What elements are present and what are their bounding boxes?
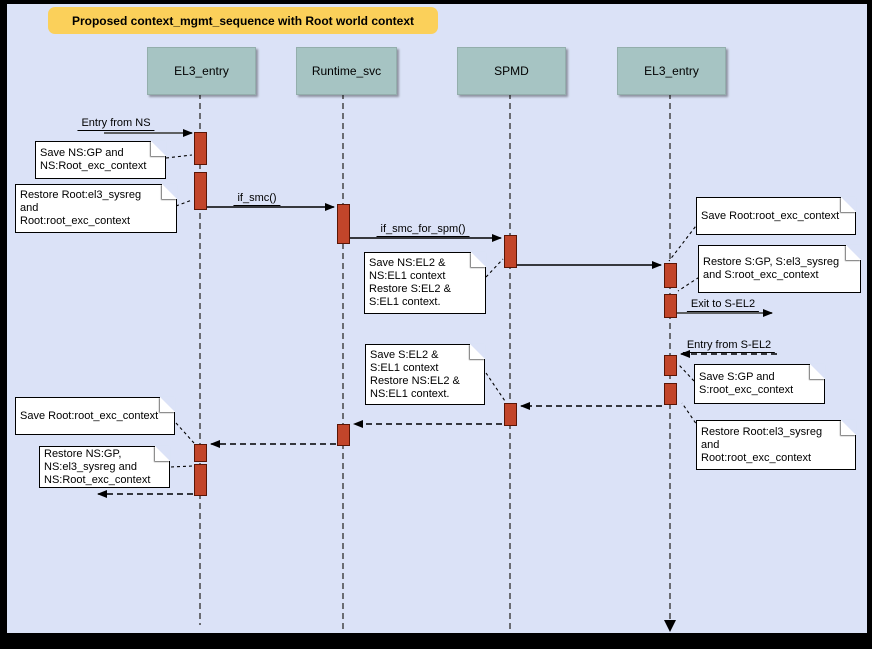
lifeline-header-el3-entry-left: EL3_entry [147, 47, 256, 95]
activation-bar [194, 464, 207, 496]
activation-bar [194, 444, 207, 462]
lifeline-label: SPMD [494, 64, 529, 78]
note-save-s-gp: Save S:GP and S:root_exc_context [694, 364, 825, 404]
message-label-entry-from-sel2: Entry from S-EL2 [682, 339, 776, 353]
activation-bar [194, 172, 207, 210]
note-restore-root-sysreg-top: Restore Root:el3_sysreg and Root:root_ex… [15, 184, 177, 233]
message-label-if-smc: if_smc() [233, 192, 281, 206]
note-save-ns-el2-restore-s: Save NS:EL2 & NS:EL1 context Restore S:E… [364, 252, 486, 314]
activation-bar [664, 383, 677, 405]
lifeline-label: EL3_entry [174, 64, 229, 78]
note-text: Save Root:root_exc_context [20, 409, 159, 422]
diagram-title: Proposed context_mgmt_sequence with Root… [71, 13, 415, 28]
note-restore-s-gp: Restore S:GP, S:el3_sysreg and S:root_ex… [698, 245, 861, 293]
note-restore-ns-gp: Restore NS:GP, NS:el3_sysreg and NS:Root… [39, 446, 170, 488]
note-save-root-exc-right: Save Root:root_exc_context [696, 197, 856, 235]
note-text: Save NS:GP and NS:Root_exc_context [40, 147, 147, 172]
note-save-root-exc-left: Save Root:root_exc_context [15, 397, 175, 435]
activation-bar [337, 424, 350, 446]
activation-bar [664, 263, 677, 288]
activation-bar [337, 204, 350, 244]
message-label-entry-from-ns: Entry from NS [77, 117, 155, 131]
note-text: Restore NS:GP, NS:el3_sysreg and NS:Root… [44, 447, 151, 486]
activation-bar [194, 132, 207, 165]
note-text: Save NS:EL2 & NS:EL1 context Restore S:E… [369, 257, 451, 308]
activation-bar [664, 355, 677, 376]
activation-bar [504, 403, 517, 426]
lifeline-label: EL3_entry [644, 64, 699, 78]
note-text: Save S:GP and S:root_exc_context [699, 371, 794, 396]
note-text: Save Root:root_exc_context [701, 209, 840, 222]
activation-bar [504, 235, 517, 268]
note-text: Save S:EL2 & S:EL1 context Restore NS:EL… [370, 348, 460, 400]
note-restore-root-sysreg-right: Restore Root:el3_sysreg and Root:root_ex… [696, 420, 856, 470]
message-label-if-smc-for-spm: if_smc_for_spm() [376, 223, 470, 237]
note-text: Restore Root:el3_sysreg and Root:root_ex… [701, 425, 823, 464]
diagram-background [7, 4, 867, 633]
lifeline-label: Runtime_svc [311, 64, 382, 78]
lifeline-header-el3-entry-right: EL3_entry [617, 47, 726, 95]
note-save-ns-gp: Save NS:GP and NS:Root_exc_context [35, 141, 166, 179]
activation-bar [664, 294, 677, 318]
lifeline-header-spmd: SPMD [457, 47, 566, 95]
note-save-s-el2-restore-ns: Save S:EL2 & S:EL1 context Restore NS:EL… [365, 344, 485, 405]
lifeline-header-runtime-svc: Runtime_svc [296, 47, 397, 95]
message-label-exit-to-sel2: Exit to S-EL2 [686, 298, 760, 312]
title-banner: Proposed context_mgmt_sequence with Root… [48, 7, 438, 34]
note-text: Restore Root:el3_sysreg and Root:root_ex… [20, 189, 142, 227]
note-text: Restore S:GP, S:el3_sysreg and S:root_ex… [703, 256, 840, 281]
